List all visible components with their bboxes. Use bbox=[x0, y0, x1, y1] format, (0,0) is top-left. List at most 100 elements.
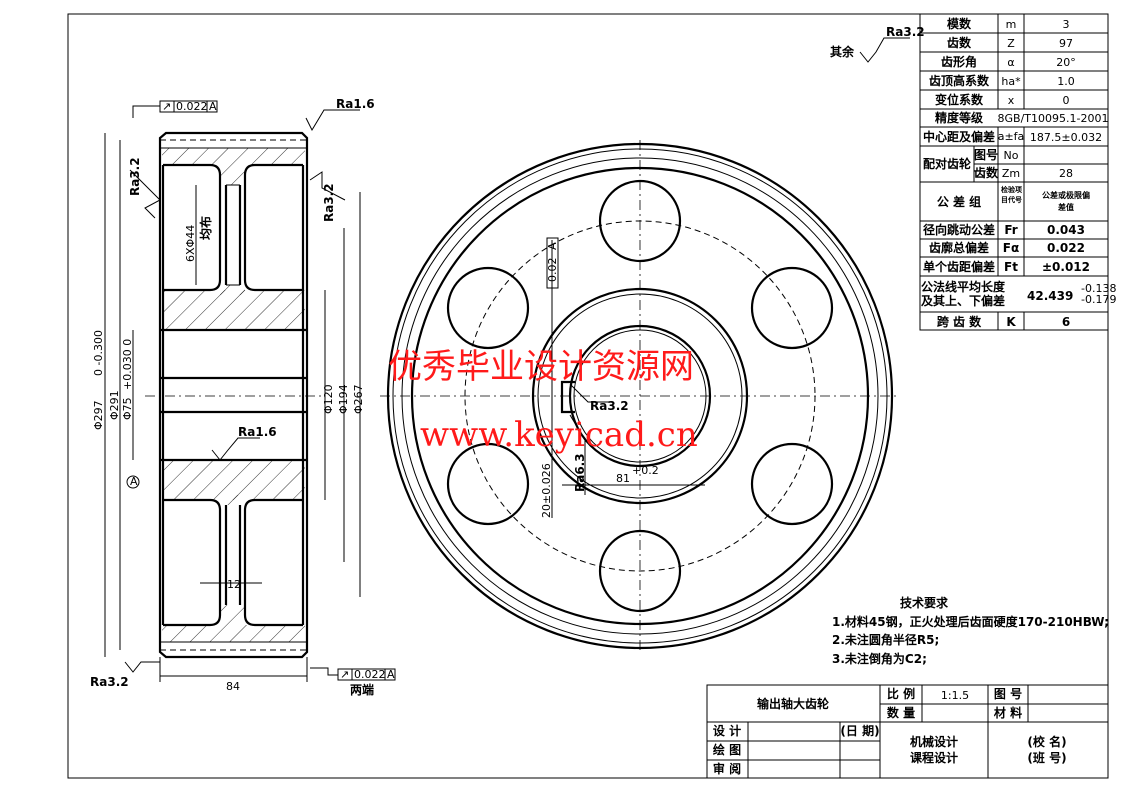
drawing-frame bbox=[67, 13, 1109, 779]
section-view: Φ297 0 -0.300 Φ291 Φ75 +0.030 0 Φ120 Φ19… bbox=[90, 25, 925, 697]
param-row-pressure-angle: 齿形角 α 20° bbox=[941, 54, 1076, 69]
svg-text:97: 97 bbox=[1059, 37, 1073, 50]
lightening-hole bbox=[446, 442, 530, 526]
svg-text:审 阅: 审 阅 bbox=[713, 761, 741, 776]
ra-key-side: Ra6.3 bbox=[573, 453, 587, 492]
svg-text:-0.138: -0.138 bbox=[1081, 282, 1116, 295]
runout-arrow-icon: ↗ bbox=[162, 100, 171, 113]
svg-text:齿形角: 齿形角 bbox=[941, 54, 977, 69]
svg-text:比 例: 比 例 bbox=[887, 686, 915, 701]
svg-text:6: 6 bbox=[1062, 315, 1070, 329]
svg-text:0.02: 0.02 bbox=[546, 258, 559, 283]
svg-text:设 计: 设 计 bbox=[713, 723, 741, 738]
svg-text:单个齿距偏差: 单个齿距偏差 bbox=[923, 259, 995, 274]
dim-267: Φ267 bbox=[352, 384, 365, 414]
svg-text:(校 名): (校 名) bbox=[1027, 734, 1066, 749]
ra-key: Ra3.2 bbox=[590, 399, 629, 413]
svg-text:0.022: 0.022 bbox=[354, 668, 386, 681]
svg-text:a±fa: a±fa bbox=[998, 130, 1025, 143]
svg-text:齿数: 齿数 bbox=[947, 35, 972, 50]
svg-text:齿廓总偏差: 齿廓总偏差 bbox=[929, 240, 989, 255]
dim-120: Φ120 bbox=[322, 384, 335, 414]
svg-text:机械设计: 机械设计 bbox=[910, 734, 958, 749]
svg-text:公 差 组: 公 差 组 bbox=[937, 194, 981, 209]
dim-od-tol: 0 -0.300 bbox=[92, 330, 105, 376]
svg-text:精度等级: 精度等级 bbox=[935, 110, 983, 125]
svg-text:数 量: 数 量 bbox=[887, 705, 915, 720]
svg-text:x: x bbox=[1008, 94, 1015, 107]
svg-text:径向跳动公差: 径向跳动公差 bbox=[923, 222, 995, 237]
dim-bore: Φ75 bbox=[121, 397, 134, 420]
svg-text:配对齿轮: 配对齿轮 bbox=[923, 156, 972, 171]
svg-text:8GB/T10095.1-2001: 8GB/T10095.1-2001 bbox=[998, 112, 1109, 125]
svg-text:绘 图: 绘 图 bbox=[713, 742, 741, 757]
svg-text:A: A bbox=[546, 242, 559, 250]
svg-text:中心距及偏差: 中心距及偏差 bbox=[923, 129, 995, 144]
svg-text:Fr: Fr bbox=[1004, 223, 1017, 237]
holes-dim: 6XΦ44 bbox=[184, 225, 197, 262]
svg-text:变位系数: 变位系数 bbox=[935, 92, 984, 107]
svg-text:20°: 20° bbox=[1056, 56, 1076, 69]
svg-text:A: A bbox=[387, 668, 395, 681]
dim-key-width: 20±0.026 bbox=[540, 463, 553, 518]
scale-value: 1:1.5 bbox=[941, 689, 969, 702]
svg-text:Z: Z bbox=[1007, 37, 1015, 50]
svg-text:0.022: 0.022 bbox=[176, 100, 208, 113]
svg-text:0: 0 bbox=[1063, 94, 1070, 107]
dimension-lines bbox=[104, 133, 361, 682]
svg-text:齿数: 齿数 bbox=[974, 165, 999, 180]
param-row-teeth: 齿数 Z 97 bbox=[947, 35, 1073, 50]
svg-text:Ra1.6: Ra1.6 bbox=[336, 97, 375, 111]
svg-text:187.5±0.032: 187.5±0.032 bbox=[1030, 131, 1102, 144]
datum-label: A bbox=[130, 475, 138, 488]
svg-text:公法线平均长度: 公法线平均长度 bbox=[921, 279, 1006, 294]
tolerance-group-header: 公 差 组 检验项目代号 公差或极限偏差值 bbox=[937, 186, 1090, 212]
svg-text:Ft: Ft bbox=[1004, 260, 1018, 274]
dim-od: Φ297 bbox=[92, 400, 105, 430]
svg-text:0.022: 0.022 bbox=[1047, 241, 1085, 255]
tech-req-item: 2.未注圆角半径R5; bbox=[832, 632, 939, 647]
svg-text:0.043: 0.043 bbox=[1047, 223, 1085, 237]
svg-text:图号: 图号 bbox=[974, 147, 998, 162]
front-view: 20±0.026 81 +0.2 0.02 A Ra3.2 Ra6.3 bbox=[380, 140, 900, 650]
title-block: 输出轴大齿轮 比 例 1:1.5 图 号 数 量 材 料 设 计 (日 期) 绘… bbox=[706, 684, 1109, 779]
svg-text:Ra3.2: Ra3.2 bbox=[886, 25, 925, 39]
dim-291: Φ291 bbox=[108, 390, 121, 420]
svg-text:Ra1.6: Ra1.6 bbox=[238, 425, 277, 439]
svg-text:图 号: 图 号 bbox=[994, 686, 1022, 701]
svg-text:模数: 模数 bbox=[947, 16, 972, 31]
roughness-symbols: Ra1.6 Ra3.2 Ra3.2 Ra1.6 Ra3.2 Ra3.2 其余 bbox=[90, 25, 925, 689]
watermark-line1: 优秀毕业设计资源网 bbox=[388, 347, 694, 387]
lightening-hole bbox=[750, 442, 834, 526]
runout-tolerance-bottom: 0.022 A ↗ 两端 bbox=[310, 667, 396, 697]
tech-req-title: 技术要求 bbox=[900, 595, 949, 610]
watermark-line2: www.keyicad.cn bbox=[420, 415, 698, 455]
runout-arrow-icon: ↗ bbox=[340, 668, 349, 681]
surface-note: 其余 bbox=[830, 44, 855, 59]
svg-text:No: No bbox=[1004, 149, 1019, 162]
svg-text:(日 期): (日 期) bbox=[840, 723, 879, 738]
lightening-hole bbox=[750, 266, 834, 350]
dim-width: 84 bbox=[226, 680, 240, 693]
svg-text:(班 号): (班 号) bbox=[1027, 750, 1066, 765]
holes-note: 均布 bbox=[198, 216, 213, 240]
lightening-hole bbox=[598, 529, 682, 613]
svg-text:α: α bbox=[1007, 56, 1014, 69]
part-name: 输出轴大齿轮 bbox=[757, 696, 830, 711]
svg-text:跨 齿 数: 跨 齿 数 bbox=[937, 314, 982, 329]
tech-req-item: 1.材料45钢，正火处理后齿面硬度170-210HBW; bbox=[832, 614, 1109, 629]
svg-text:及其上、下偏差: 及其上、下偏差 bbox=[921, 293, 1005, 308]
svg-text:-0.179: -0.179 bbox=[1081, 293, 1116, 306]
svg-text:±0.012: ±0.012 bbox=[1042, 260, 1090, 274]
svg-text:Ra3.2: Ra3.2 bbox=[128, 157, 142, 196]
svg-text:m: m bbox=[1006, 18, 1017, 31]
svg-text:Ra3.2: Ra3.2 bbox=[90, 675, 129, 689]
svg-text:1.0: 1.0 bbox=[1057, 75, 1075, 88]
svg-text:课程设计: 课程设计 bbox=[910, 750, 958, 765]
svg-text:齿顶高系数: 齿顶高系数 bbox=[929, 73, 990, 88]
svg-text:Ra3.2: Ra3.2 bbox=[322, 183, 336, 222]
